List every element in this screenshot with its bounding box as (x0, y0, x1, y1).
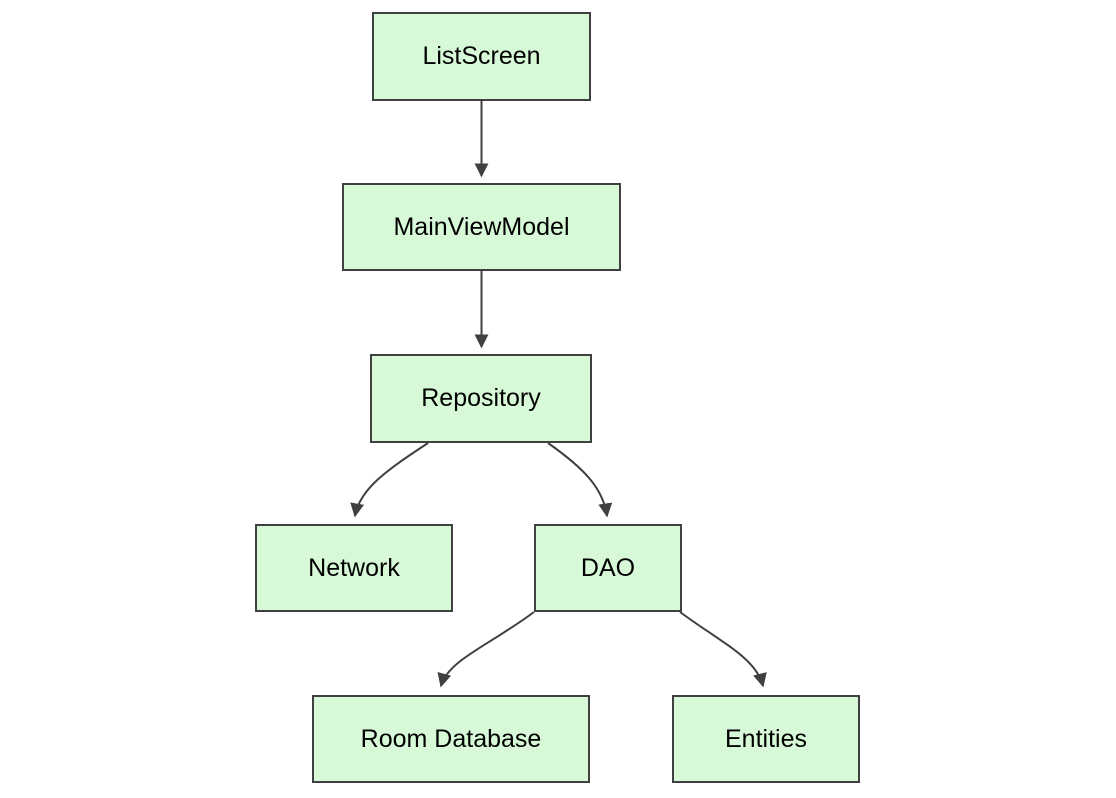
node-network: Network (255, 524, 453, 612)
edge-dao-entities (679, 611, 767, 688)
node-dao-label: DAO (580, 553, 636, 582)
node-entities: Entities (672, 695, 860, 783)
node-roomdatabase-label: Room Database (360, 724, 542, 753)
node-roomdatabase: Room Database (312, 695, 590, 783)
node-mainviewmodel-label: MainViewModel (393, 212, 570, 241)
node-listscreen-label: ListScreen (422, 42, 541, 70)
edge-repository-network (350, 442, 429, 518)
node-dao: DAO (534, 524, 682, 612)
node-mainviewmodel: MainViewModel (342, 183, 621, 271)
node-entities-label: Entities (725, 724, 807, 753)
node-network-label: Network (308, 553, 400, 582)
edge-dao-roomdatabase (437, 611, 535, 688)
node-repository: Repository (370, 354, 592, 443)
edge-repository-dao (547, 442, 613, 518)
node-repository-label: Repository (421, 384, 541, 412)
node-listscreen: ListScreen (372, 12, 591, 101)
